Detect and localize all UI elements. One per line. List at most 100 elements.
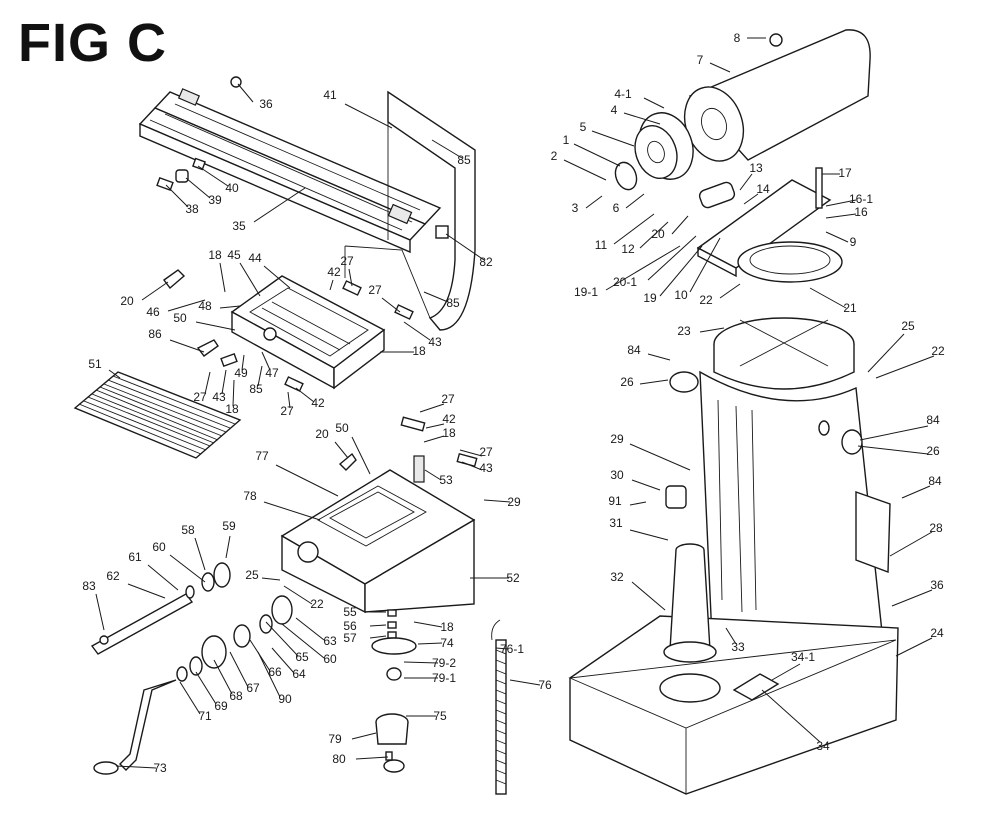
part-number-label: 76-1 (500, 642, 524, 656)
part-number-label: 85 (457, 153, 471, 167)
leader-line (271, 647, 295, 674)
pulley-4 (614, 112, 694, 191)
leader-line (283, 585, 313, 605)
part-number-label: 38 (185, 202, 199, 216)
part-number-label: 21 (843, 301, 857, 315)
part-number-label: 17 (838, 166, 852, 180)
part-number-label: 40 (225, 181, 239, 195)
leader-line (625, 193, 645, 209)
part-number-label: 77 (255, 449, 269, 463)
part-number-label: 69 (214, 699, 228, 713)
part-number-label: 50 (173, 311, 187, 325)
leader-line (631, 581, 666, 611)
part-number-label: 84 (627, 343, 641, 357)
elevating-screw-parts (371, 609, 417, 773)
leader-line (895, 637, 933, 657)
leader-line (867, 333, 905, 373)
part-number-label: 59 (222, 519, 236, 533)
leader-line (431, 139, 463, 159)
leader-line (295, 617, 325, 641)
way-cover-51 (73, 371, 242, 459)
spindle-parts-30-32 (663, 485, 717, 663)
leader-line (417, 642, 443, 645)
leader-line (369, 635, 387, 639)
head-mount-9 (696, 167, 843, 283)
leader-line (263, 265, 291, 289)
leader-line (141, 281, 169, 301)
leader-line (329, 279, 334, 291)
part-number-label: 61 (128, 550, 142, 564)
part-number-label: 9 (850, 235, 857, 249)
part-number-label: 43 (428, 335, 442, 349)
leader-line (179, 681, 201, 715)
part-number-label: 64 (292, 667, 306, 681)
part-number-label: 66 (268, 665, 282, 679)
part-number-label: 11 (595, 238, 608, 252)
leader-line (699, 327, 725, 333)
leader-line (825, 231, 849, 243)
leader-line (425, 423, 445, 429)
leader-line (257, 651, 281, 698)
part-number-label: 53 (439, 473, 453, 487)
leader-line (419, 403, 445, 413)
part-number-label: 79-2 (432, 656, 456, 670)
leader-line (631, 479, 661, 491)
leader-line (281, 623, 325, 659)
work-table-35 (138, 88, 442, 254)
leader-line (859, 425, 929, 441)
leader-line (424, 469, 442, 481)
leader-line (671, 215, 689, 235)
leader-line (355, 756, 389, 760)
part-number-label: 86 (148, 327, 162, 341)
part-number-label: 30 (610, 468, 624, 482)
part-number-label: 43 (212, 390, 226, 404)
part-number-label: 27 (441, 392, 455, 406)
part-number-label: 16-1 (849, 192, 873, 206)
part-number-label: 39 (208, 193, 222, 207)
part-number-label: 12 (621, 242, 635, 256)
part-number-label: 85 (446, 296, 460, 310)
leader-line (287, 391, 291, 409)
part-number-label: 28 (929, 521, 943, 535)
part-number-label: 20 (315, 427, 329, 441)
leader-line (194, 537, 206, 571)
leader-line (265, 621, 299, 657)
part-number-label: 49 (234, 366, 248, 380)
part-number-label: 60 (152, 540, 166, 554)
part-number-label: 84 (926, 413, 940, 427)
leader-line (629, 443, 691, 471)
cap-26 (669, 371, 699, 393)
part-number-label: 82 (479, 255, 493, 269)
leader-line (197, 165, 229, 187)
part-number-label: 29 (610, 432, 624, 446)
part-number-label: 91 (608, 494, 622, 508)
part-number-label: 63 (323, 634, 337, 648)
part-number-label: 36 (930, 578, 944, 592)
part-number-label: 60 (323, 652, 337, 666)
leader-line (719, 283, 741, 299)
part-number-label: 83 (82, 579, 96, 593)
part-number-label: 76 (538, 678, 552, 692)
part-number-label: 55 (343, 605, 357, 619)
part-number-label: 1 (563, 133, 570, 147)
part-number-label: 16 (854, 205, 868, 219)
part-number-label: 20-1 (613, 275, 637, 289)
part-number-label: 20 (651, 227, 665, 241)
crank-handle-71 (93, 679, 177, 775)
leader-line (613, 213, 655, 245)
leader-line (237, 83, 254, 103)
shaft-62 (90, 593, 194, 655)
leader-line (165, 184, 189, 208)
part-number-label: 18 (412, 344, 426, 358)
part-number-label: 80 (332, 752, 346, 766)
column-24 (669, 370, 891, 639)
leader-line (629, 501, 647, 506)
leader-line (351, 436, 371, 475)
lead-screw-76 (491, 619, 507, 795)
leader-line (825, 199, 857, 207)
leader-line (623, 112, 661, 125)
leader-line (771, 663, 801, 681)
gib-strips-42-43 (220, 280, 478, 468)
part-number-label: 79 (328, 732, 342, 746)
